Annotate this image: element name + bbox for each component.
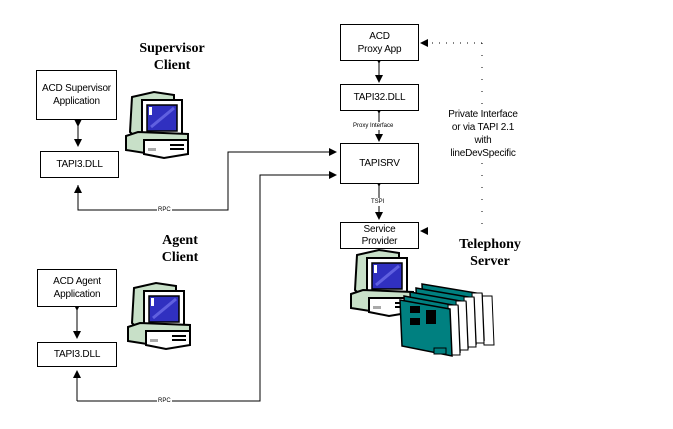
supervisor-computer-icon (124, 90, 190, 160)
supervisor-tapi3-dll-box: TAPI3.DLL (40, 151, 119, 178)
private-interface-note: Private Interface or via TAPI 2.1 with l… (438, 108, 528, 160)
acd-proxy-app-box: ACD Proxy App (340, 24, 419, 61)
tspi-label: TSPI (370, 198, 386, 206)
telephony-cards-icon (399, 283, 495, 357)
telephony-server-title: Telephony Server (459, 237, 521, 269)
proxy-interface-label: Proxy Interface (352, 122, 395, 130)
supervisor-client-title: Supervisor Client (139, 41, 205, 73)
agent-tapi3-dll-box: TAPI3.DLL (37, 342, 117, 367)
agent-client-title: Agent Client (161, 233, 199, 265)
agent-rpc-label: RPC (157, 397, 172, 405)
service-provider-box: Service Provider (340, 222, 419, 249)
tapisrv-box: TAPISRV (340, 143, 419, 184)
acd-supervisor-application-box: ACD Supervisor Application (36, 70, 117, 120)
agent-computer-icon (126, 281, 192, 351)
supervisor-rpc-label: RPC (157, 206, 172, 214)
acd-agent-application-box: ACD Agent Application (37, 269, 117, 307)
tapi32-dll-box: TAPI32.DLL (340, 84, 419, 111)
